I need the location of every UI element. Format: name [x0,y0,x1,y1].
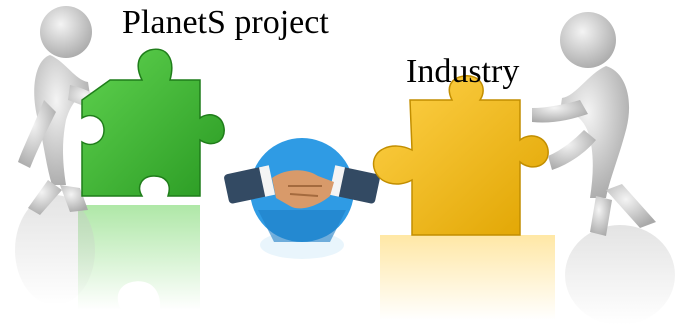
left-figure [18,6,110,215]
puzzle-piece-green-icon [81,48,225,197]
label-planets-project: PlanetS project [122,4,329,41]
reflections [15,195,675,325]
handshake-icon [224,138,380,242]
puzzle-piece-yellow-icon [372,75,549,236]
label-industry: Industry [406,53,520,90]
right-figure [532,12,656,236]
